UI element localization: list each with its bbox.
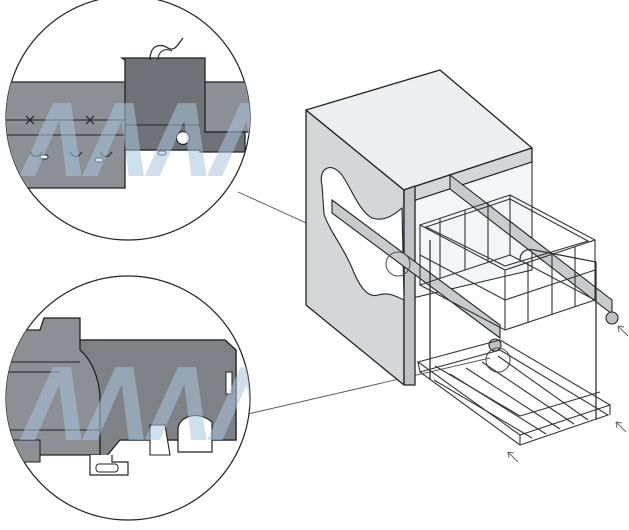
rail-x-clips	[25, 115, 113, 158]
direction-arrows	[507, 325, 629, 463]
mmm-logo-watermark: ΛΛΛΛ	[19, 347, 275, 464]
arrow-right-bottom	[615, 421, 627, 433]
arrow-left-bottom	[507, 451, 519, 463]
slide-end-right	[605, 311, 619, 325]
latch-tab	[149, 424, 171, 456]
lower-rail-lines	[6, 361, 100, 431]
latch-window	[177, 414, 213, 453]
upper-basket-wires	[419, 195, 596, 330]
bottom-hook-inner	[95, 463, 119, 473]
frame-posts	[429, 240, 597, 420]
side-slot	[225, 371, 233, 395]
wire-hook	[149, 37, 184, 61]
upper-basket	[418, 194, 597, 331]
cabinet-left-front-edge	[403, 185, 416, 386]
rail-step-line	[6, 119, 200, 136]
detail-marker-lower	[485, 347, 511, 373]
slides	[331, 173, 619, 373]
upper-detail-callout: ΛΛΛΛ	[5, 0, 275, 241]
frame-post-front	[519, 248, 597, 420]
mmm-logo-watermark: ΛΛΛΛ	[19, 83, 275, 200]
bracket-plate	[119, 57, 246, 153]
cabinet	[305, 69, 533, 386]
wire-hook-2	[157, 49, 173, 61]
lower-basket-base	[418, 349, 610, 446]
lower-detail-callout: ΛΛΛΛ	[5, 275, 275, 521]
upper-basket-rim-inner	[424, 198, 590, 267]
lower-basket	[416, 339, 612, 446]
lower-basket-front-lip	[417, 361, 611, 445]
leader-line-lower	[247, 357, 491, 415]
arrow-right-top	[617, 325, 629, 337]
slide-left	[331, 198, 501, 340]
mounting-hole	[175, 130, 191, 146]
detail-marker-upper	[385, 251, 411, 277]
lower-basket-floor-wires	[433, 355, 601, 439]
rail-slots	[39, 150, 167, 163]
